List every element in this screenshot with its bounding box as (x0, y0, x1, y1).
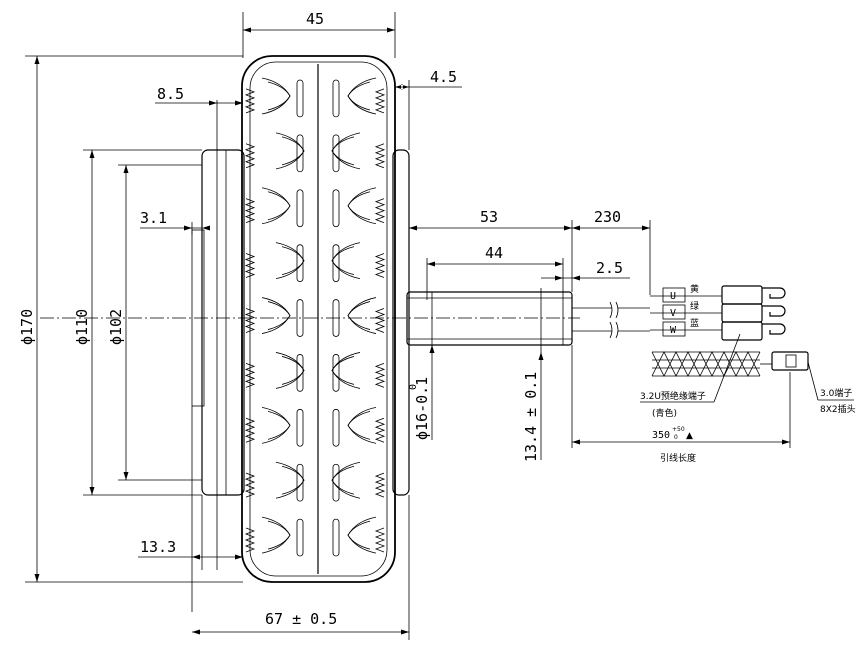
dim-phi-110: ϕ110 (73, 309, 91, 345)
lead-length-marker: ▲ (686, 431, 693, 441)
dim-13-3: 13.3 (140, 538, 176, 556)
cable-leads (572, 285, 809, 377)
dim-4-5: 4.5 (430, 68, 457, 86)
terminal-label: 3.2U预绝缘端子 (640, 390, 706, 402)
phase-v-color: 绿 (690, 300, 699, 312)
dim-67: 67 ± 0.5 (265, 610, 337, 628)
lead-length-label: 引线长度 (660, 452, 696, 464)
dim-44: 44 (485, 244, 503, 262)
dimension-lines (25, 12, 854, 640)
phase-w-color: 蓝 (690, 317, 699, 329)
lead-length-value: 350 (652, 430, 670, 441)
dim-2-5: 2.5 (596, 259, 623, 277)
dim-45: 45 (306, 10, 324, 28)
dim-phi-102: ϕ102 (107, 309, 125, 345)
connector-label-1: 3.0端子 (820, 387, 852, 399)
dim-phi-170: ϕ170 (18, 309, 36, 345)
tire (241, 55, 396, 583)
lead-length-tol-upper: +50 (672, 426, 685, 433)
dim-8-5: 8.5 (157, 85, 184, 103)
phase-v-label: V (670, 308, 676, 319)
phase-u-label: U (670, 291, 676, 302)
dimension-labels: 45 8.5 4.5 3.1 13.3 67 ± 0.5 53 44 2.5 2… (18, 10, 623, 628)
dim-3-1: 3.1 (140, 209, 167, 227)
dim-53: 53 (480, 208, 498, 226)
dim-13-4: 13.4 ± 0.1 (522, 372, 540, 462)
axle-shaft (406, 288, 573, 352)
phase-w-label: W (670, 325, 677, 336)
cable-labels: U V W 黄 绿 蓝 3.2U预绝缘端子 (青色) 350 +50 0 ▲ 引… (640, 283, 856, 464)
dim-phi-16: ϕ16-0.1 (413, 377, 431, 440)
tire-tread-pattern (244, 77, 386, 557)
dim-phi-16-upper-tol: 0 (408, 384, 419, 390)
lead-length-tol-lower: 0 (674, 434, 678, 441)
dim-230: 230 (594, 208, 621, 226)
connector-label-2: 8X2插头 (820, 403, 856, 415)
phase-u-color: 黄 (690, 283, 699, 295)
hub-body (191, 100, 410, 570)
terminal-color-label: (青色) (652, 407, 677, 419)
